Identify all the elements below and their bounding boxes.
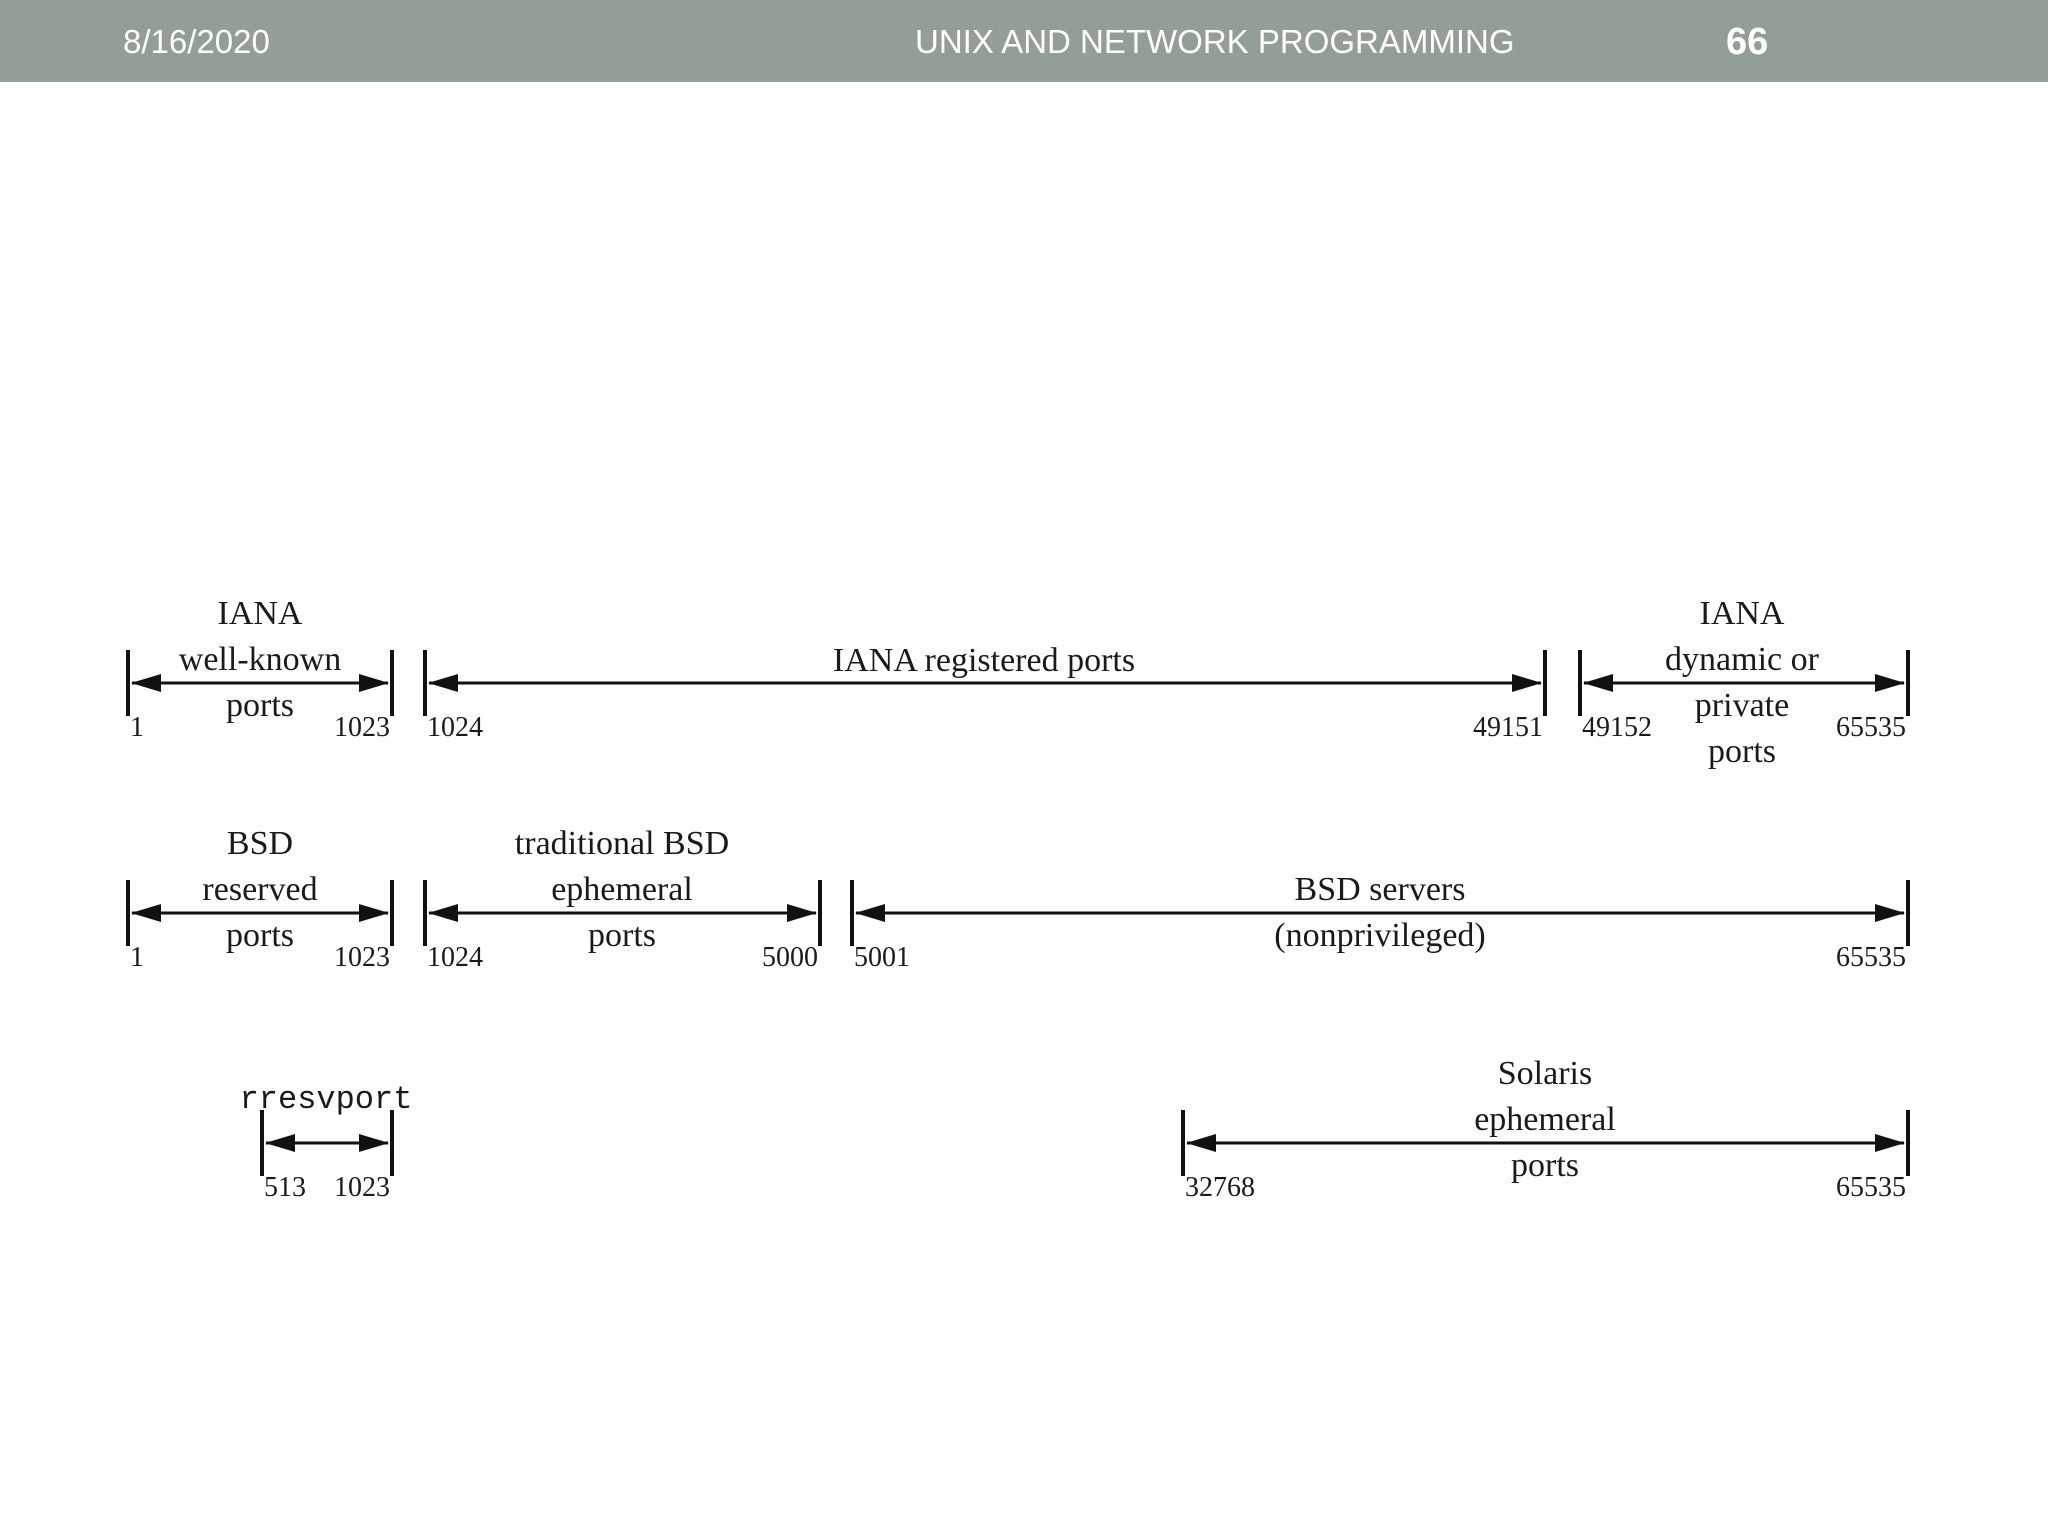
- left-arrowhead-icon: [855, 904, 885, 922]
- range-start-number: 1: [130, 712, 144, 743]
- range-label-line: well-known: [179, 641, 341, 678]
- right-arrowhead-icon: [1875, 904, 1905, 922]
- range-label-line: Solaris: [1498, 1055, 1592, 1092]
- range-label-line: ephemeral: [1474, 1101, 1616, 1138]
- left-arrowhead-icon: [131, 674, 161, 692]
- range-start-number: 32768: [1185, 1172, 1255, 1203]
- range-start-number: 5001: [854, 942, 910, 973]
- range-label-line: ports: [226, 917, 294, 954]
- right-arrowhead-icon: [1875, 674, 1905, 692]
- range-start-number: 1024: [427, 942, 483, 973]
- slide-date: 8/16/2020: [123, 23, 270, 60]
- range-label-line: ports: [1511, 1147, 1579, 1184]
- range-label-line: rresvport: [240, 1081, 413, 1118]
- range-end-number: 65535: [1836, 942, 1906, 973]
- range-end-number: 65535: [1836, 1172, 1906, 1203]
- range-end-number: 49151: [1473, 712, 1543, 743]
- left-arrowhead-icon: [428, 674, 458, 692]
- range-end-number: 1023: [334, 1172, 390, 1203]
- port-range-1-1: IANA well-known ports 1 1023: [126, 595, 394, 743]
- left-arrowhead-icon: [1186, 1134, 1216, 1152]
- range-end-number: 5000: [762, 942, 818, 973]
- port-range-3-1: rresvport 513 1023: [240, 1081, 413, 1203]
- range-label-line: dynamic or: [1665, 641, 1820, 678]
- left-arrowhead-icon: [428, 904, 458, 922]
- port-range-2-2: traditional BSD ephemeral ports 1024 5000: [423, 825, 822, 973]
- left-arrowhead-icon: [131, 904, 161, 922]
- range-end-number: 1023: [334, 942, 390, 973]
- range-label-line: ports: [226, 687, 294, 724]
- right-arrowhead-icon: [1875, 1134, 1905, 1152]
- right-arrowhead-icon: [359, 1134, 389, 1152]
- left-arrowhead-icon: [1583, 674, 1613, 692]
- range-start-number: 513: [264, 1172, 306, 1203]
- left-arrowhead-icon: [265, 1134, 295, 1152]
- range-label-line: IANA: [1700, 595, 1785, 632]
- range-label-line: IANA registered ports: [833, 642, 1135, 679]
- port-range-3-2: Solaris ephemeral ports 32768 65535: [1181, 1055, 1910, 1203]
- port-range-2-3: BSD servers (nonprivileged) 5001 65535: [850, 871, 1910, 973]
- port-range-2-1: BSD reserved ports 1 1023: [126, 825, 394, 973]
- slide-title: UNIX AND NETWORK PROGRAMMING: [915, 23, 1515, 60]
- range-label-line: traditional BSD: [515, 825, 729, 862]
- port-range-1-3: IANA dynamic or private ports 49152 65535: [1578, 595, 1910, 770]
- range-label-line: ephemeral: [551, 871, 693, 908]
- slide-header: 8/16/2020 UNIX AND NETWORK PROGRAMMING 6…: [0, 0, 2048, 82]
- range-start-number: 49152: [1582, 712, 1652, 743]
- right-arrowhead-icon: [787, 904, 817, 922]
- right-arrowhead-icon: [359, 674, 389, 692]
- range-start-number: 1: [130, 942, 144, 973]
- range-label-line: IANA: [218, 595, 303, 632]
- range-label-line: BSD: [227, 825, 293, 862]
- port-range-1-2: IANA registered ports 1024 49151: [423, 642, 1547, 743]
- range-label-line: BSD servers: [1295, 871, 1466, 908]
- range-label-line: ports: [588, 917, 656, 954]
- slide-page-number: 66: [1726, 21, 1769, 63]
- right-arrowhead-icon: [359, 904, 389, 922]
- range-label-line: private: [1695, 687, 1789, 724]
- range-end-number: 65535: [1836, 712, 1906, 743]
- range-label-line: reserved: [202, 871, 317, 908]
- range-label-line: ports: [1708, 733, 1776, 770]
- range-end-number: 1023: [334, 712, 390, 743]
- right-arrowhead-icon: [1512, 674, 1542, 692]
- range-label-line: (nonprivileged): [1274, 917, 1486, 954]
- range-start-number: 1024: [427, 712, 483, 743]
